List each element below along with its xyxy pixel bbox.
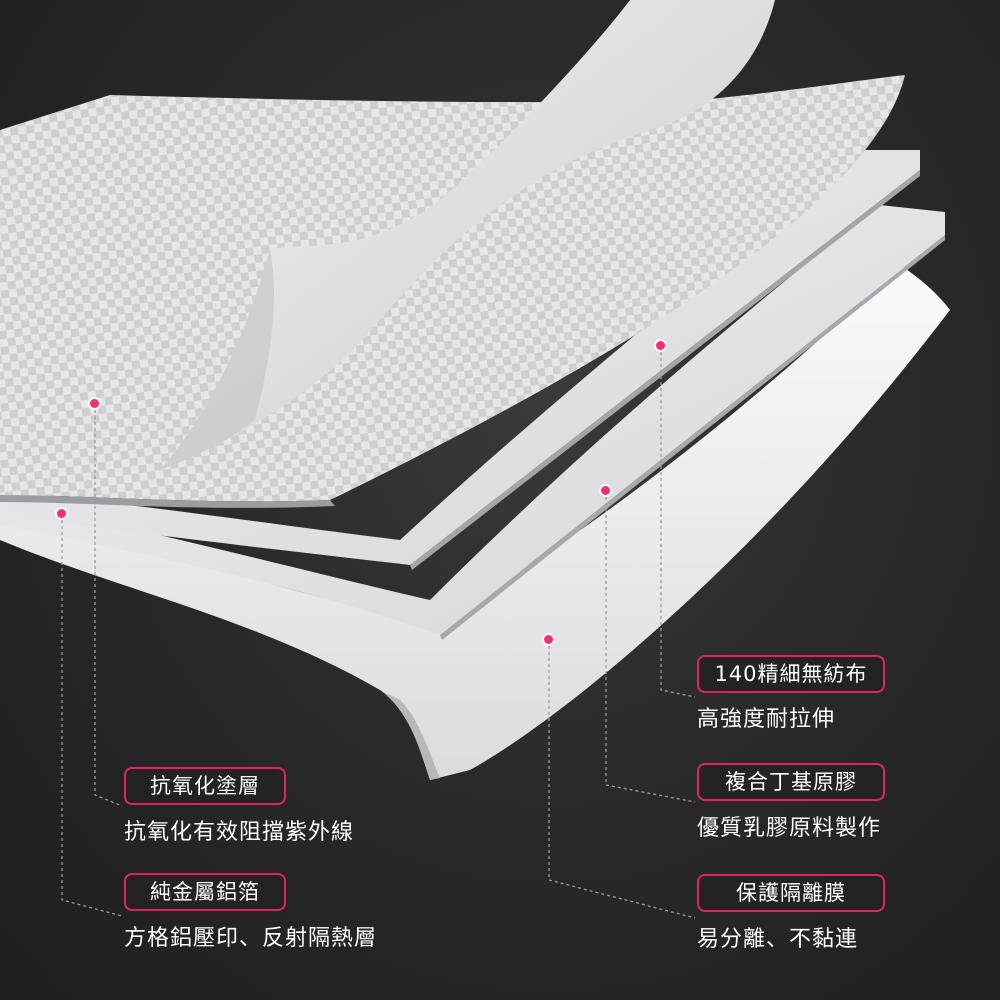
callout-title-nonwoven: 140精細無紡布 [697,655,885,693]
leader-line-adhesive [605,491,696,803]
marker-dot-nonwoven [656,341,665,350]
curled-page [160,0,775,470]
marker-dot-release [544,635,553,644]
marker-dot-coating [90,399,99,408]
callout-title-coating: 抗氧化塗層 [124,767,286,805]
callout-desc-foil: 方格鋁壓印、反射隔熱層 [124,926,378,951]
marker-dot-foil [57,509,66,518]
marker-dot-adhesive [601,486,610,495]
callout-title-release: 保護隔離膜 [697,874,885,912]
leader-line-foil [61,514,123,917]
leader-line-release [548,640,696,919]
leader-line-nonwoven [660,346,696,698]
leader-line-coating [94,404,123,807]
callout-title-adhesive: 複合丁基原膠 [697,763,885,801]
nonwoven-layer-sheet [0,150,920,570]
release-film-sheet [0,265,950,780]
callout-desc-release: 易分離、不黏連 [697,927,859,952]
callout-desc-nonwoven: 高強度耐拉伸 [697,707,836,732]
adhesive-layer-sheet [0,205,945,640]
callout-desc-adhesive: 優質乳膠原料製作 [697,816,882,841]
callout-title-foil: 純金屬鋁箔 [124,873,286,911]
callout-desc-coating: 抗氧化有效阻擋紫外線 [124,820,355,845]
leader-lines [61,346,696,919]
